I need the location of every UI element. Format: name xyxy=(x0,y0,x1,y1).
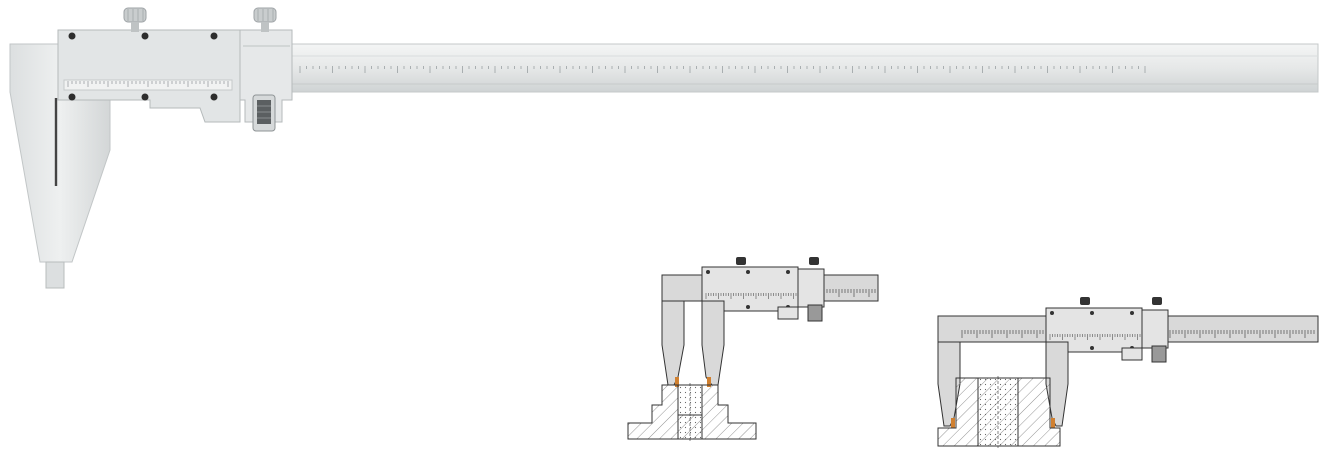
fixed-jaw-tip xyxy=(45,261,65,289)
main-scale-ticks xyxy=(299,66,1146,73)
caliper-photo xyxy=(9,7,1319,289)
diagram-outside-measurement xyxy=(937,297,1319,448)
fixed-jaw xyxy=(9,43,111,273)
diagram-inside-measurement xyxy=(627,257,879,441)
